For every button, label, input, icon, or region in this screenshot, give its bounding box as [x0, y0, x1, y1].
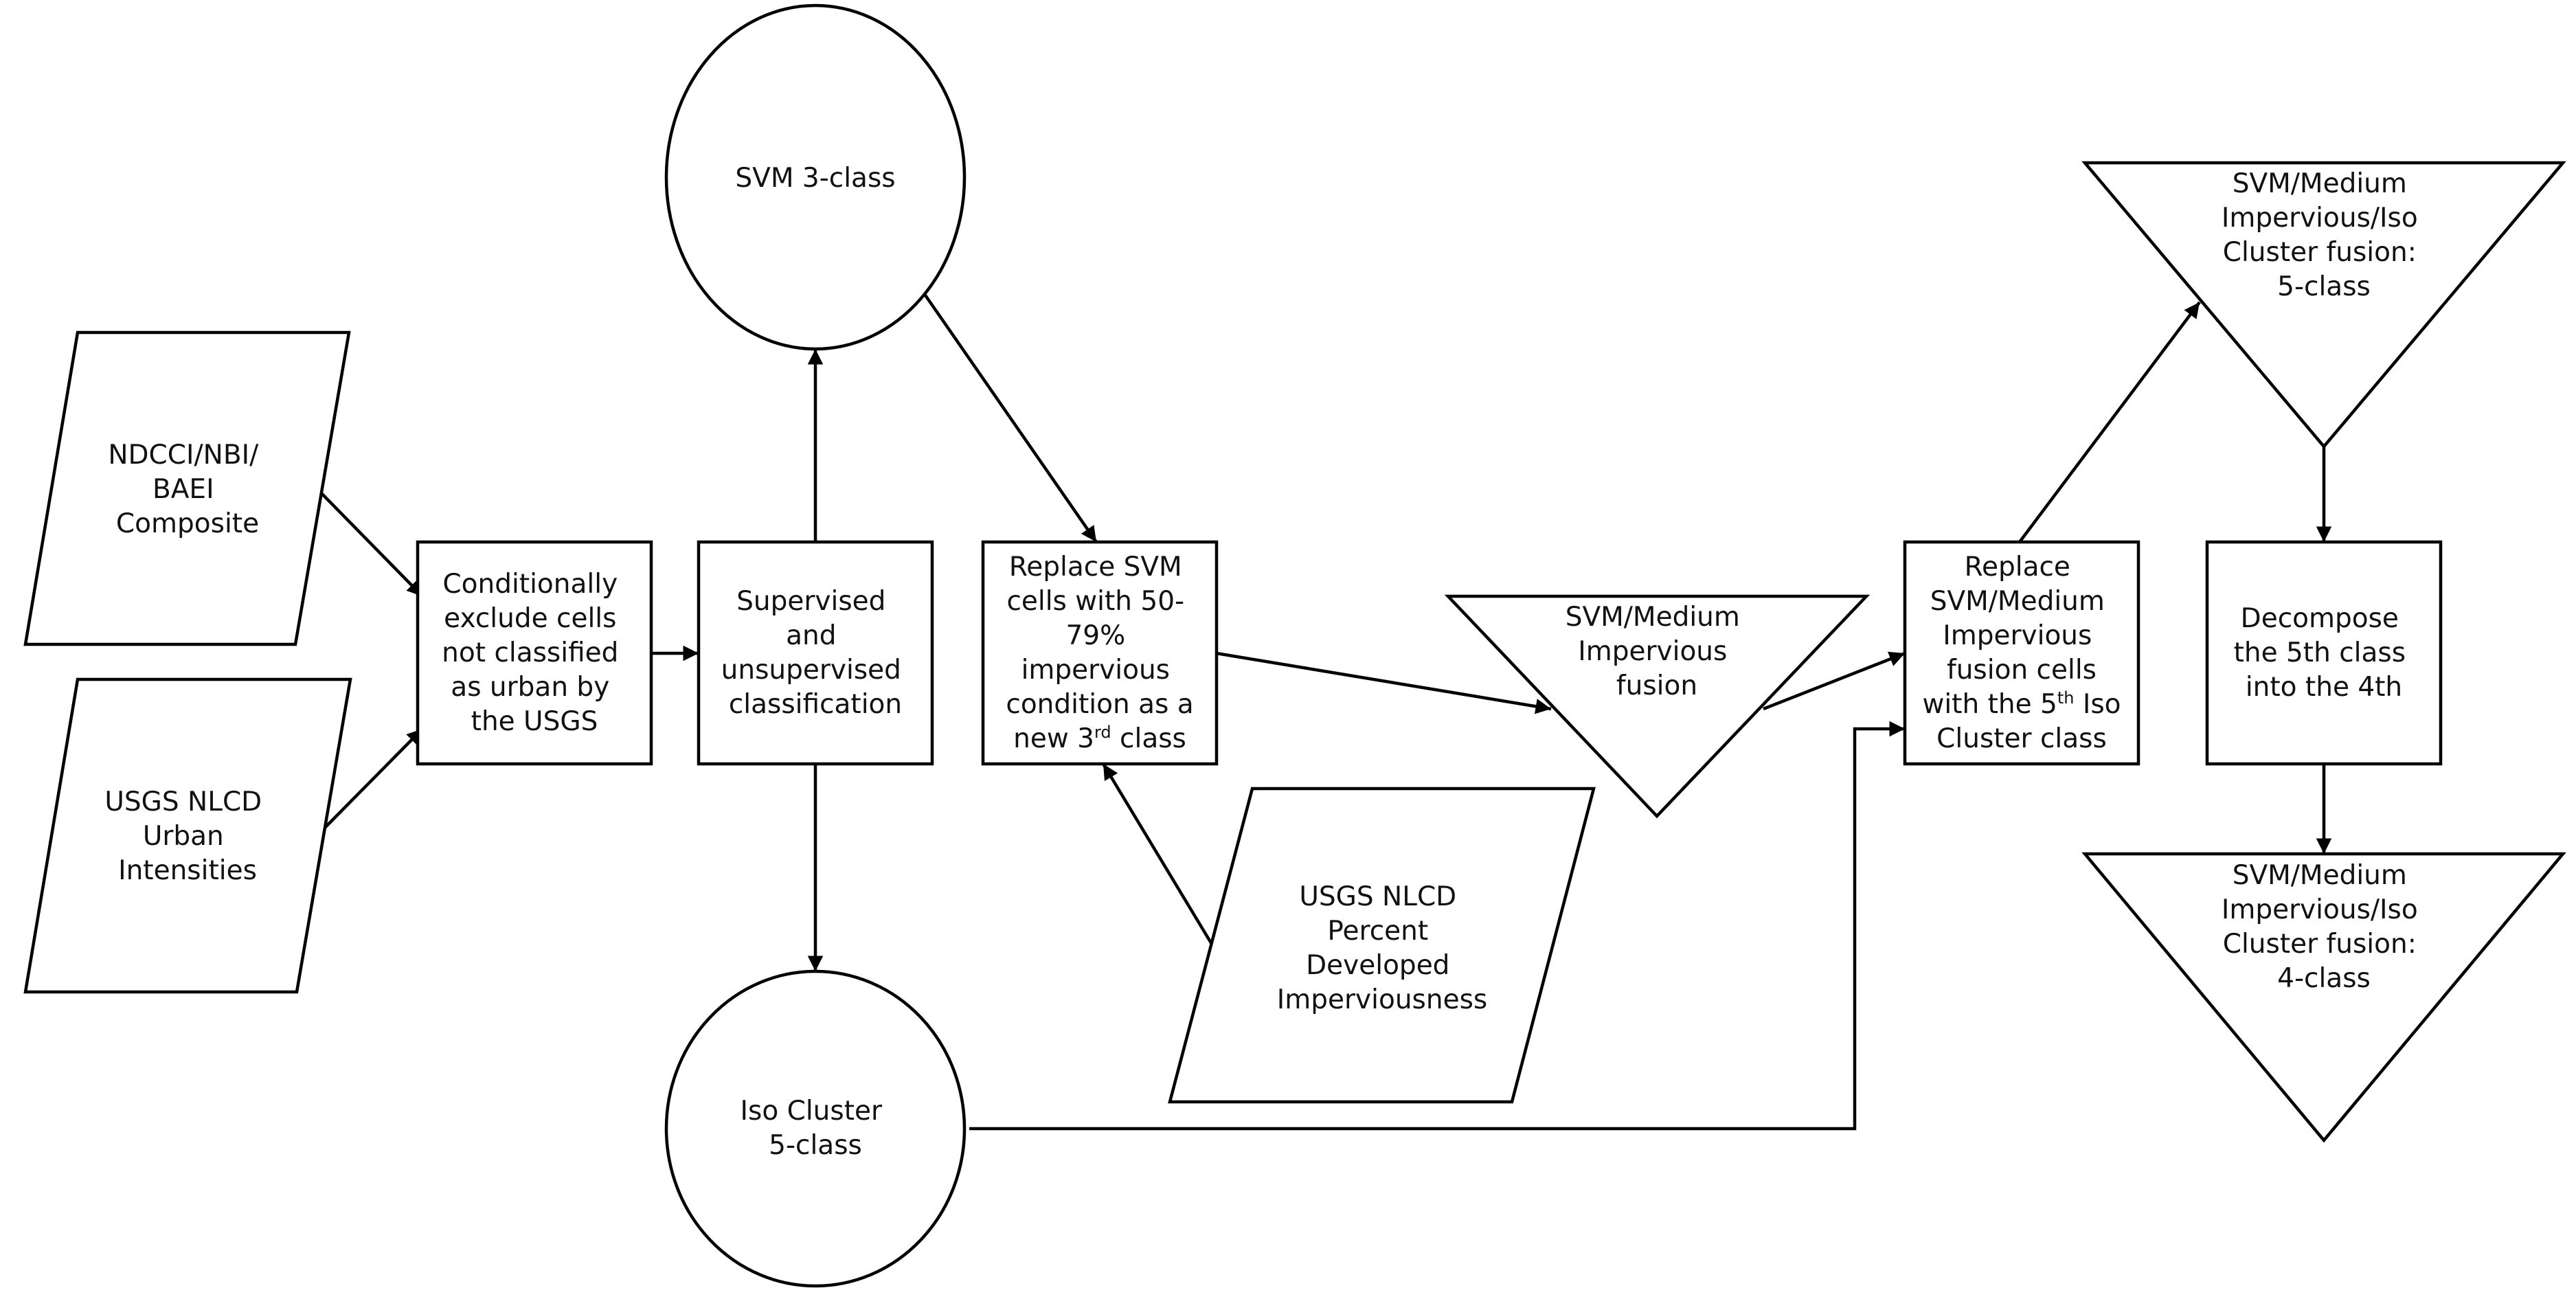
node-replace-fusion-cells: Replace SVM/Medium Impervious fusion cel… — [1903, 540, 2140, 766]
node-label-line: Cluster class — [1936, 723, 2107, 754]
node-label-line: fusion — [1616, 670, 1697, 701]
svg-text:USGS NLCD Percent: USGS NLCD Percent Developed Imperviousne… — [1277, 881, 1487, 1015]
node-label-line: Impervious — [1943, 620, 2092, 651]
svg-text:NDCCI/NBI/ BAEI Co: NDCCI/NBI/ BAEI Composite — [108, 440, 267, 539]
node-label-line: Impervious — [1578, 636, 1727, 667]
node-label-line: the USGS — [471, 706, 598, 737]
node-label-line: SVM/Medium — [2233, 860, 2407, 891]
node-label-line: Replace — [1965, 552, 2070, 583]
node-label-line: SVM/Medium — [1566, 602, 1740, 633]
svg-text:Supervised and uns: Supervised and unsupervised classificati… — [721, 586, 910, 720]
node-usgs-urban-intensities: USGS NLCD Urban Intensities — [23, 677, 352, 994]
node-label-line: and — [786, 620, 836, 651]
svg-text:SVM 3-class: SVM 3-class — [735, 163, 895, 194]
svg-text:Conditionally exclude ce: Conditionally exclude cells not classifi… — [442, 569, 627, 737]
svg-text:Iso Cluster 5-class: Iso Cluster 5-class — [741, 1096, 891, 1161]
connectors — [315, 290, 2332, 1131]
node-fusion-4class: SVM/Medium Impervious/Iso Cluster fusion… — [2081, 852, 2566, 1143]
node-svm-medium-fusion: SVM/Medium Impervious fusion — [1444, 594, 1871, 819]
process-box — [1903, 540, 2140, 766]
node-label-line: cells with 50- — [1006, 586, 1184, 617]
process-box — [981, 540, 1219, 766]
svg-text:Decompose the 5th class: Decompose the 5th class into the 4th — [2234, 603, 2415, 703]
parallelogram-shape — [23, 330, 351, 646]
node-iso-cluster-5class: Iso Cluster 5-class — [664, 969, 967, 1288]
arrow-urban-to-exclude — [315, 727, 424, 837]
node-label-line: Urban — [143, 821, 224, 852]
parallelogram-shape — [1168, 787, 1596, 1104]
node-label-line: SVM/Medium — [2233, 168, 2407, 199]
node-label-line: BAEI — [152, 474, 214, 505]
circle-shape — [664, 3, 967, 351]
node-label-line: SVM/Medium — [1930, 586, 2105, 617]
node-label-line: SVM 3-class — [735, 163, 895, 194]
node-label-line: Iso Cluster — [741, 1096, 883, 1127]
node-label-line: 4-class — [2277, 963, 2371, 994]
parallelogram-shape — [23, 677, 352, 994]
arrow-usgs-percent-to-replace — [1102, 763, 1214, 947]
node-label-line: Decompose — [2241, 603, 2399, 634]
node-label-line: Imperviousness — [1277, 984, 1487, 1015]
node-label-line: Developed — [1306, 950, 1449, 981]
node-label-line: Percent — [1327, 916, 1428, 947]
node-ndcci-composite: NDCCI/NBI/ BAEI Composite — [23, 330, 351, 646]
node-conditionally-exclude: Conditionally exclude cells not classifi… — [416, 540, 653, 766]
arrow-ndcci-to-exclude — [315, 487, 424, 598]
node-label-line: unsupervised — [721, 655, 901, 686]
svg-text:Replace SVM/Medium: Replace SVM/Medium Impervious fusion cel… — [1930, 552, 2114, 686]
arrow-replace-to-fusion — [1216, 651, 1552, 714]
node-label-line: Intensities — [118, 855, 257, 886]
node-label-line: condition as a — [1006, 689, 1193, 720]
node-label-line: with the 5th Iso — [1922, 688, 2121, 720]
node-label-line: Impervious/Iso — [2222, 203, 2418, 234]
node-label-line: not classified — [442, 637, 618, 668]
process-box — [697, 540, 934, 766]
node-label-line: 79% — [1065, 620, 1125, 651]
svg-text:Replace SVM cells with 5: Replace SVM cells with 50- 79% imperviou… — [1006, 552, 1193, 720]
node-label-line: Conditionally — [442, 569, 618, 600]
node-label-line: USGS NLCD — [1299, 881, 1456, 912]
process-box — [416, 540, 653, 766]
svg-text:SVM/Medium Impervious: SVM/Medium Impervious fusion — [1566, 602, 1749, 701]
superscript: rd — [1094, 723, 1111, 742]
circle-shape — [664, 969, 967, 1288]
node-label-line: new 3rd class — [1013, 723, 1186, 754]
arrow-fusion-to-replace-fusion — [1763, 651, 1906, 711]
node-label-line: NDCCI/NBI/ — [108, 440, 259, 471]
node-label-line: exclude cells — [444, 603, 616, 634]
triangle-shape — [2081, 161, 2566, 449]
node-label-line: Composite — [116, 508, 259, 539]
node-fusion-5class: SVM/Medium Impervious/Iso Cluster fusion… — [2081, 161, 2566, 449]
process-box — [2205, 540, 2443, 766]
svg-text:SVM/Medium Impervious/Is: SVM/Medium Impervious/Iso Cluster fusion… — [2222, 168, 2426, 302]
triangle-shape — [1444, 594, 1871, 819]
arrow-svm3-to-replace — [921, 290, 1098, 543]
node-svm-3class: SVM 3-class — [664, 3, 967, 351]
arrow-iso5-to-replace-fusion — [969, 721, 1905, 1131]
node-label-line: Cluster fusion: — [2223, 237, 2417, 268]
node-label-line: USGS NLCD — [104, 787, 262, 817]
node-label-line: as urban by — [451, 672, 609, 703]
node-label-line: into the 4th — [2246, 672, 2402, 703]
node-label-line: Impervious/Iso — [2222, 894, 2418, 925]
triangle-shape — [2081, 852, 2566, 1143]
node-decompose: Decompose the 5th class into the 4th — [2205, 540, 2443, 766]
svg-text:SVM/Medium Impervious/Is: SVM/Medium Impervious/Iso Cluster fusion… — [2222, 860, 2426, 994]
node-label-line: 5-class — [769, 1130, 862, 1161]
node-label-line: Supervised — [736, 586, 885, 617]
node-label-line: Replace SVM — [1009, 552, 1182, 583]
svg-text:USGS NLCD Urban In: USGS NLCD Urban Intensities — [104, 787, 270, 886]
node-label-line: 5-class — [2277, 271, 2371, 302]
node-label-line: fusion cells — [1947, 655, 2097, 686]
node-replace-svm-cells: Replace SVM cells with 50- 79% imperviou… — [981, 540, 1219, 766]
node-label-line: Cluster fusion: — [2223, 929, 2417, 960]
node-label-line: impervious — [1021, 655, 1170, 686]
superscript: th — [2057, 688, 2075, 708]
arrow-replace-fusion-to-5class — [2018, 301, 2201, 543]
node-label-line: classification — [729, 689, 902, 720]
node-supervised-unsupervised: Supervised and unsupervised classificati… — [697, 540, 934, 766]
node-usgs-percent-developed: USGS NLCD Percent Developed Imperviousne… — [1168, 787, 1596, 1104]
node-label-line: the 5th class — [2234, 637, 2406, 668]
